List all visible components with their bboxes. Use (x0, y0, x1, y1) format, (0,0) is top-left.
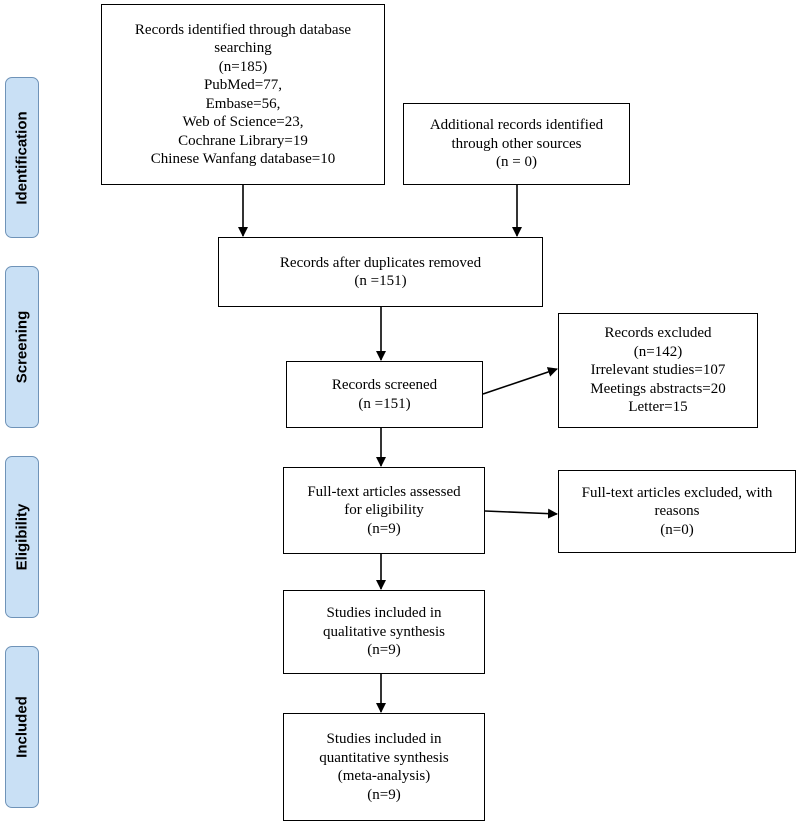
other-sources-box: Additional records identified through ot… (403, 103, 630, 185)
arrow-fulltext-to-excluded (484, 508, 558, 519)
after-duplicates-box: Records after duplicates removed (n =151… (218, 237, 543, 307)
box-line: (n=185) (218, 58, 268, 75)
box-line: (n =151) (358, 395, 411, 412)
box-line: (n = 0) (496, 154, 537, 171)
box-line: Full-text articles assessed (307, 483, 461, 500)
box-line: Additional records identified (429, 117, 604, 134)
box-line: (n=9) (367, 642, 401, 659)
box-line: reasons (654, 503, 700, 520)
box-line: for eligibility (344, 502, 424, 519)
records-excluded-box: Records excluded (n=142) Irrelevant stud… (558, 313, 758, 428)
box-line: Web of Science=23, (182, 114, 304, 130)
stage-eligibility-label: Eligibility (13, 503, 31, 571)
box-line: Embase=56, (205, 95, 281, 112)
box-line: Records after duplicates removed (279, 254, 482, 271)
stage-included: Included (5, 646, 39, 808)
database-search-box: Records identified through database sear… (101, 4, 385, 185)
box-line: searching (214, 40, 272, 56)
box-line: quantitative synthesis (319, 749, 449, 766)
stage-eligibility: Eligibility (5, 456, 39, 618)
box-line: (meta-analysis) (337, 768, 431, 784)
box-line: (n=9) (367, 786, 401, 803)
box-line: Irrelevant studies=107 (590, 362, 726, 379)
box-line: through other sources (451, 135, 582, 152)
stage-screening-label: Screening (13, 310, 31, 384)
box-line: (n=9) (367, 520, 401, 537)
box-line: Studies included in (326, 731, 442, 747)
box-line: Records screened (331, 377, 438, 393)
box-line: (n=142) (633, 343, 683, 360)
box-line: Chinese Wanfang database=10 (150, 151, 336, 167)
fulltext-assessed-box: Full-text articles assessed for eligibil… (283, 467, 485, 554)
stage-included-label: Included (13, 696, 31, 758)
quantitative-synthesis-box: Studies included in quantitative synthes… (283, 713, 485, 821)
stage-identification: Identification (5, 77, 39, 238)
box-line: Studies included in (326, 605, 442, 622)
stage-screening: Screening (5, 266, 39, 428)
stage-identification-label: Identification (13, 110, 31, 205)
box-line: Meetings abstracts=20 (590, 380, 726, 397)
box-line: qualitative synthesis (322, 623, 446, 640)
box-line: Cochrane Library=19 (178, 132, 308, 149)
qualitative-synthesis-box: Studies included in qualitative synthesi… (283, 590, 485, 674)
fulltext-excluded-box: Full-text articles excluded, with reason… (558, 470, 796, 553)
box-line: Records identified through database (134, 21, 352, 38)
box-line: Records excluded (604, 325, 712, 342)
box-line: (n =151) (354, 273, 407, 289)
box-line: Letter=15 (628, 399, 688, 416)
box-line: (n=0) (660, 521, 694, 538)
records-screened-box: Records screened (n =151) (286, 361, 483, 428)
box-line: Full-text articles excluded, with (581, 484, 773, 501)
arrow-screened-to-excluded (482, 367, 558, 395)
box-line: PubMed=77, (203, 77, 283, 93)
